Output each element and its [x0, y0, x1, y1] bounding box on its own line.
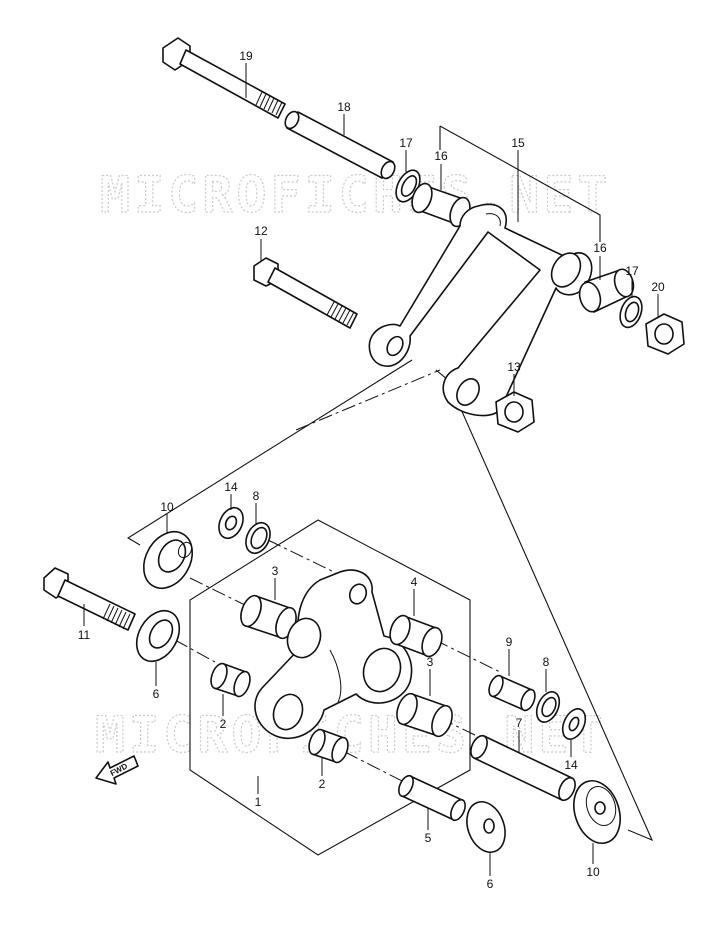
- watermark-top: MICROFICHES.NET: [100, 166, 612, 224]
- callout-17-upper-left: 17: [399, 136, 413, 150]
- callout-9: 9: [506, 635, 513, 649]
- callout-6-left: 6: [153, 687, 160, 701]
- sleeve-5: [398, 774, 466, 822]
- callout-8-upper: 8: [253, 489, 260, 503]
- callout-10-left: 10: [160, 500, 174, 514]
- callout-14-upper: 14: [224, 480, 238, 494]
- callout-10-bottom: 10: [586, 865, 600, 879]
- callout-18: 18: [337, 100, 351, 114]
- seal-10-left: [142, 530, 194, 590]
- bearing-2-left: [210, 662, 251, 698]
- callout-3-upper: 3: [272, 564, 279, 578]
- sleeve-18: [284, 110, 396, 180]
- callout-19: 19: [239, 49, 253, 63]
- callout-4: 4: [411, 575, 418, 589]
- lower-frame-hex: [189, 519, 471, 856]
- callout-5: 5: [425, 831, 432, 845]
- seal-6-left: [135, 609, 181, 663]
- callout-13: 13: [507, 360, 521, 374]
- bearing-16-upper-right: [578, 268, 635, 313]
- cushion-lever-1: [254, 569, 413, 740]
- callout-6-bottom: 6: [487, 877, 494, 891]
- callout-16-upper-right: 16: [593, 241, 607, 255]
- callout-7: 7: [516, 716, 523, 730]
- bolt-11: [43, 567, 136, 631]
- callout-11: 11: [78, 628, 91, 642]
- nut-13: [495, 391, 535, 433]
- callout-1: 1: [255, 795, 262, 809]
- bolt-12: [253, 257, 358, 329]
- callouts: 19 18 17 16 15 16 17 20 12 13 14 8 10 3 …: [78, 49, 665, 891]
- callout-8-lower: 8: [543, 655, 550, 669]
- seal-8-upper: [245, 521, 271, 555]
- bearing-2-right: [308, 728, 349, 764]
- seal-8-lower: [535, 691, 561, 723]
- bearing-3-lower: [396, 692, 453, 738]
- bearing-3-upper: [240, 594, 297, 640]
- sleeve-7: [470, 734, 576, 802]
- callout-2-left: 2: [220, 717, 227, 731]
- callout-17-upper-right: 17: [625, 264, 639, 278]
- washer-14-lower: [561, 708, 587, 740]
- nut-20: [645, 313, 685, 355]
- seal-6-bottom: [466, 801, 506, 853]
- seal-17-upper-right: [619, 295, 643, 329]
- bearing-4: [389, 614, 443, 658]
- callout-2-right: 2: [319, 777, 326, 791]
- bolt-19: [162, 37, 286, 119]
- sleeve-9: [488, 674, 536, 712]
- callout-16-upper-left: 16: [434, 149, 448, 163]
- washer-14-upper: [218, 506, 244, 540]
- callout-20: 20: [651, 280, 665, 294]
- leader-lines: [83, 63, 659, 876]
- callout-12: 12: [254, 224, 268, 238]
- callout-14-lower: 14: [564, 758, 578, 772]
- upper-frame-lines: [126, 125, 654, 842]
- callout-3-lower: 3: [427, 655, 434, 669]
- callout-15: 15: [511, 136, 525, 150]
- seal-10-bottom: [573, 780, 621, 844]
- rod-15: [368, 203, 593, 417]
